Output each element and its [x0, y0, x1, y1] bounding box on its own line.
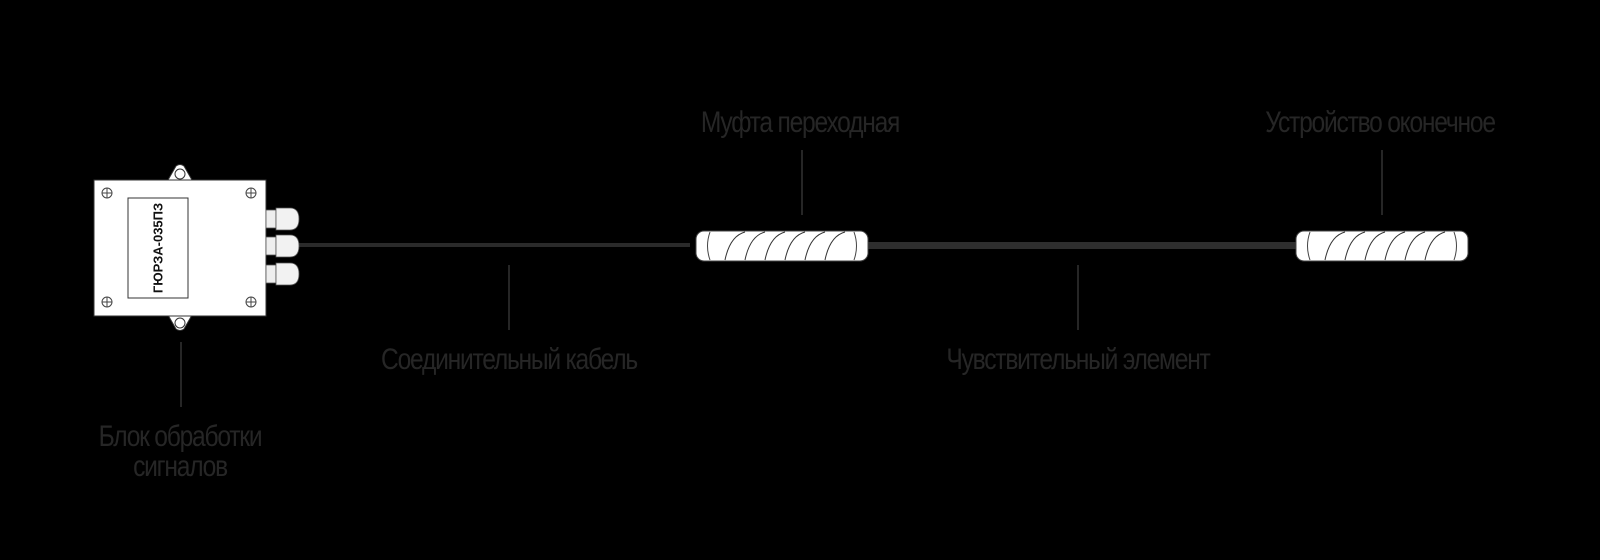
caption-end-device: Устройство оконечное: [1265, 106, 1496, 139]
processing-unit: [93, 164, 300, 331]
caption-sensing-element: Чувствительный элемент: [946, 343, 1210, 376]
unit-nameplate: [127, 197, 189, 299]
end-device: [1295, 230, 1469, 262]
caption-processing-unit-line1: Блок обработки: [98, 420, 263, 453]
caption-connecting-cable: Соединительный кабель: [381, 343, 638, 376]
cable-gland: [265, 207, 300, 231]
transition-coupling: [695, 230, 869, 262]
sensing-cable: [855, 242, 1300, 249]
mount-hole-icon: [174, 317, 186, 329]
leader-line-connecting-cable: [508, 265, 510, 330]
leader-line-sensing-element: [1077, 265, 1079, 330]
leader-line-processing-unit: [180, 342, 182, 407]
cable-gland: [265, 234, 300, 258]
mount-hole-icon: [174, 168, 186, 180]
connecting-cable: [295, 243, 690, 247]
leader-line-coupling: [801, 150, 803, 215]
caption-coupling: Муфта переходная: [700, 106, 900, 139]
screw-icon: [245, 187, 257, 199]
screw-icon: [101, 296, 113, 308]
cable-gland: [265, 262, 300, 286]
caption-processing-unit-line2: сигналов: [133, 450, 228, 483]
screw-icon: [245, 296, 257, 308]
screw-icon: [101, 187, 113, 199]
leader-line-end-device: [1381, 150, 1383, 215]
device-model-label: ГЮРЗА-035ПЗ: [150, 202, 166, 294]
